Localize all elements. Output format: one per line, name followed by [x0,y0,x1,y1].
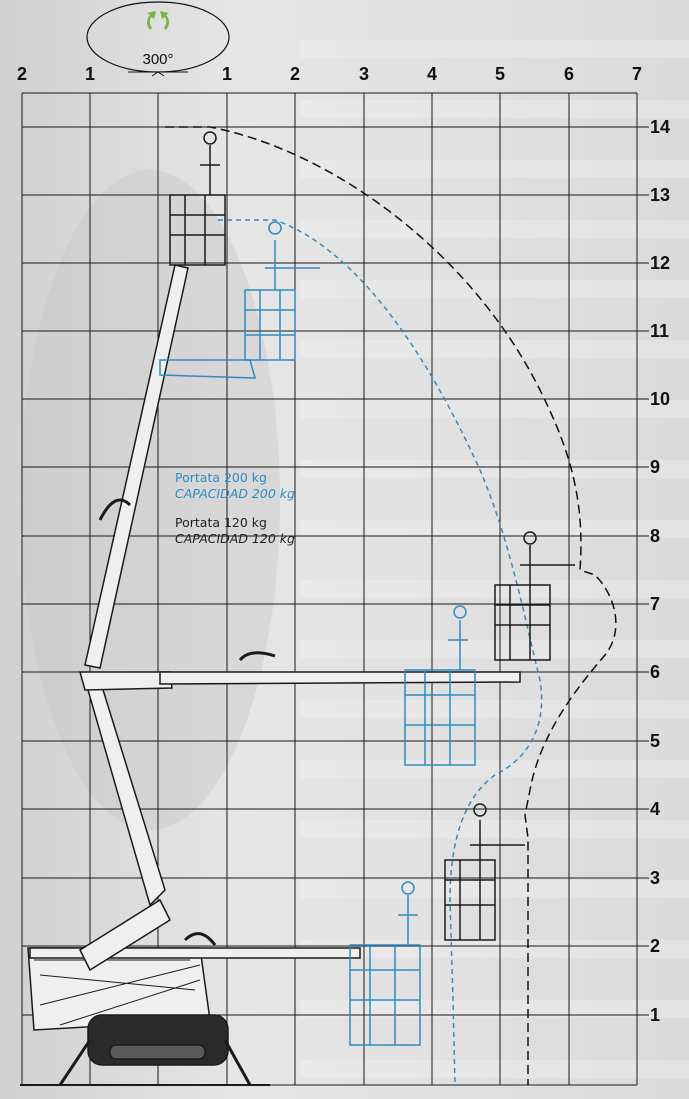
middle-boom [79,651,521,691]
background-stripes [300,40,689,1078]
top-scale-label: 1 [85,64,95,84]
top-scale: 2 1 1 2 3 4 5 6 7 [17,64,642,84]
legend: Portata 200 kg CAPACIDAD 200 kg Portata … [175,470,295,546]
height-scale: 14 13 12 11 10 9 8 7 6 5 4 3 2 1 [650,117,670,1025]
top-scale-label: 5 [495,64,505,84]
height-scale-label: 10 [650,389,670,409]
height-scale-label: 1 [650,1005,660,1025]
platform-top-120kg [169,131,226,266]
platform-low-200kg [349,881,421,1046]
height-scale-label: 3 [650,868,660,888]
top-scale-label: 7 [632,64,642,84]
height-scale-label: 9 [650,457,660,477]
top-scale-label: 3 [359,64,369,84]
platform-low-120kg [444,803,525,941]
upper-boom [84,264,189,669]
envelope-120kg [165,126,617,1085]
height-scale-label: 12 [650,253,670,273]
platform-top-200kg [159,221,320,379]
height-scale-label: 7 [650,594,660,614]
rotation-arrows-icon [147,11,169,30]
top-scale-label: 6 [564,64,574,84]
legend-blue-line2: CAPACIDAD 200 kg [175,486,295,501]
legend-blue-line1: Portata 200 kg [175,470,267,485]
height-scale-label: 11 [650,321,669,341]
legend-dark-line2: CAPACIDAD 120 kg [175,531,295,546]
envelope-200kg [218,219,543,1086]
height-scale-label: 8 [650,526,660,546]
rotation-label: 300° [142,51,173,68]
top-scale-label: 1 [222,64,232,84]
height-scale-label: 5 [650,731,660,751]
height-scale-label: 2 [650,936,660,956]
platform-mid-200kg [404,605,476,766]
height-scale-label: 6 [650,662,660,682]
top-scale-label: 2 [17,64,27,84]
height-scale-label: 4 [650,799,660,819]
machine-base [20,947,270,1086]
height-scale-label: 14 [650,117,670,137]
rotation-indicator: 300° [86,1,230,77]
platform-mid-120kg [494,531,575,661]
legend-dark-line1: Portata 120 kg [175,515,267,530]
grid [21,92,649,1086]
top-scale-label: 2 [290,64,300,84]
top-scale-label: 4 [427,64,437,84]
height-scale-label: 13 [650,185,670,205]
